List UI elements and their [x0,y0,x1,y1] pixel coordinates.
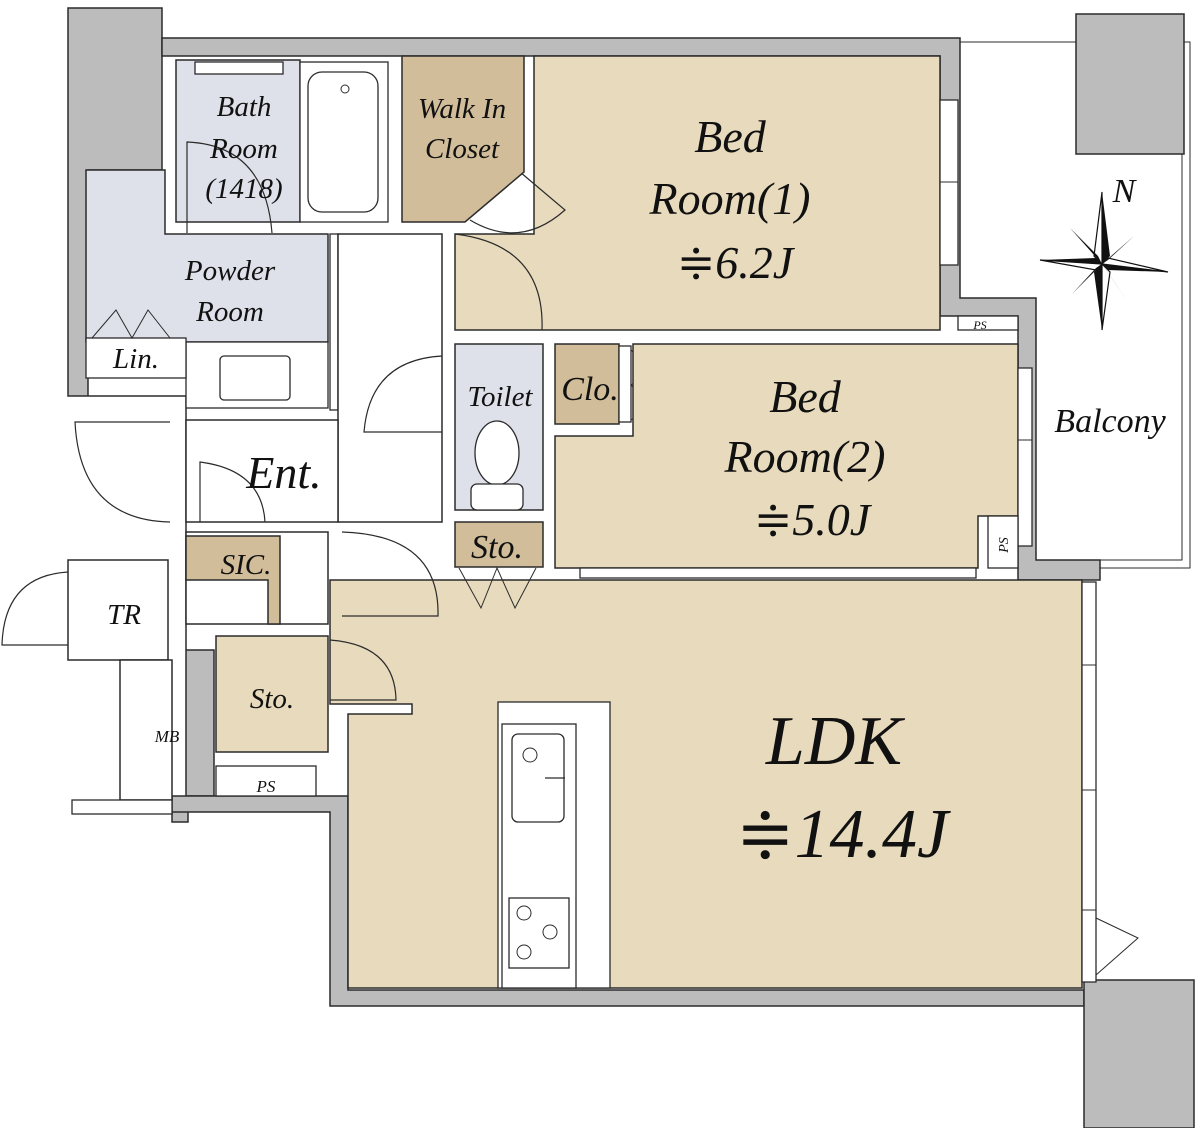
kitchen-counter [497,701,611,989]
trunk-room-floor [67,559,169,661]
ps-entry-label: PS [256,777,276,796]
toilet-door[interactable] [363,355,443,433]
ps-bed1-box [957,315,1019,331]
linen-doors[interactable] [91,309,171,340]
bath-door[interactable] [186,141,273,234]
bedroom1-label-1: Bed [694,111,767,162]
bedroom1-area: ≑6.2J [677,237,796,288]
north-compass-icon [1039,191,1169,331]
closet-label: Clo. [561,371,619,408]
powder-label-2: Room [195,296,264,328]
ldk-area: ≑14.4J [736,796,951,873]
hallway-floor [337,233,443,523]
trunk-room-label: TR [107,599,141,631]
bedroom2-sliding-door[interactable] [579,567,977,579]
exterior-walls [67,7,1195,1128]
ldk-windows[interactable] [1081,581,1139,983]
sic-door[interactable] [199,461,266,523]
linen-closet [85,337,187,379]
bedroom1-floor [454,55,941,331]
walk-in-closet-floor [401,55,525,223]
meter-box [119,659,173,801]
storage-hall-floor [454,521,544,568]
front-door[interactable] [74,421,171,523]
shoe-closet-label: SIC. [221,549,272,581]
bedroom1-window[interactable] [939,99,959,266]
bath-label-2: Room [209,133,278,165]
bedroom1-door[interactable] [454,233,543,331]
ldk-label: LDK [765,703,905,780]
ps-entry-box [215,765,317,797]
linen-label: Lin. [112,343,159,375]
entrance-label: Ent. [245,447,321,498]
bathtub-icon [307,71,379,213]
storage-entry-door[interactable] [329,639,397,701]
ldk-floor [329,579,1083,989]
bedroom2-window[interactable] [1017,367,1033,547]
balcony-label: Balcony [1054,403,1166,440]
ldk-entry-door[interactable] [341,531,439,617]
trunk-room-door[interactable] [1,571,69,646]
bedroom2-area: ≑5.0J [754,494,873,545]
shoe-closet-floor [185,535,281,625]
storage-entry-label: Sto. [250,683,294,715]
bedroom2-label-2: Room(2) [724,431,886,482]
bath-label-3: (1418) [205,173,282,205]
toilet-bowl-icon [474,420,520,486]
corner-column [1083,979,1195,1128]
ps-bed2-box [987,515,1019,569]
ps-bed2-label: PS [997,537,1012,554]
balcony-column [1075,13,1185,155]
bedroom2-label-1: Bed [769,371,842,422]
wic-label-1: Walk In [418,93,506,125]
bath-label-1: Bath [217,91,272,123]
powder-label-1: Powder [184,255,276,287]
bedroom1-label-2: Room(1) [649,173,811,224]
balcony-area [960,13,1191,569]
storage-hall-doors[interactable] [458,566,537,610]
meter-box-label: MB [154,727,180,746]
wic-door[interactable] [469,171,566,234]
bath-floor [175,59,301,223]
wic-label-2: Closet [425,133,500,165]
closet-floor [554,343,620,425]
compass-north-label: N [1112,173,1138,210]
storage-entry-floor [215,635,329,753]
storage-hall-label: Sto. [471,529,523,566]
toilet-label: Toilet [467,381,533,413]
washbasin-icon [219,355,291,401]
ps-bed1-label: PS [972,318,986,332]
